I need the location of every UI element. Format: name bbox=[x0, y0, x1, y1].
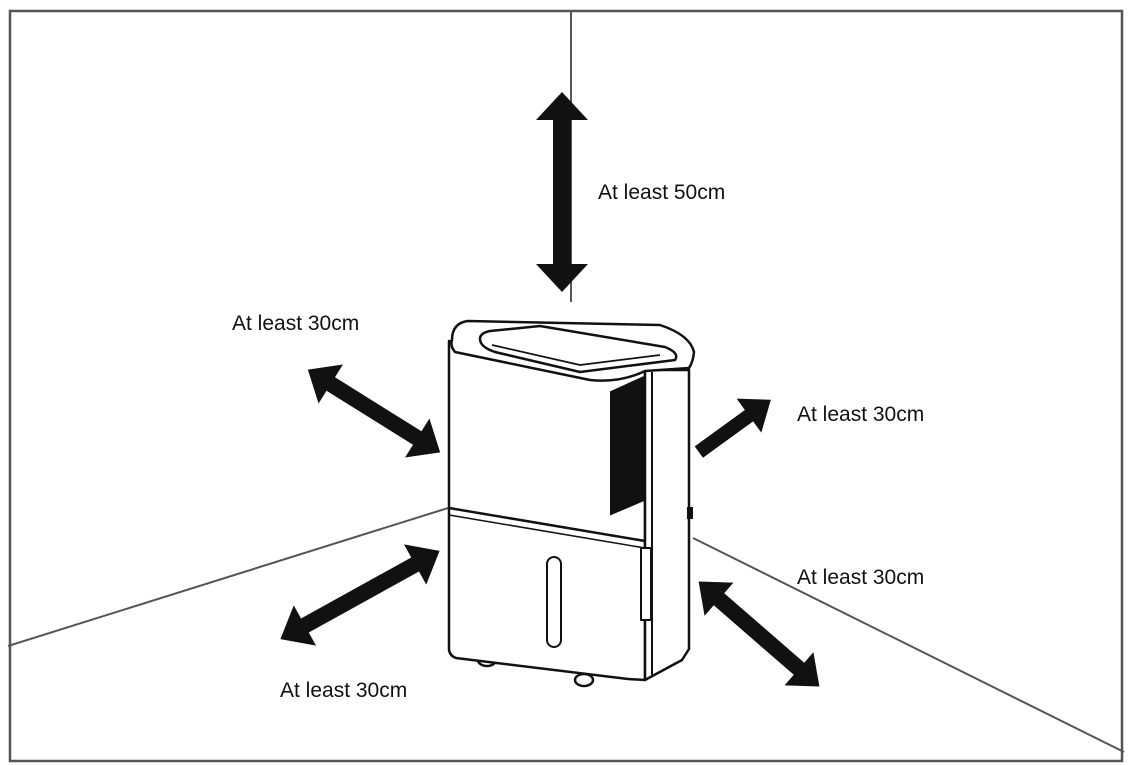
frame bbox=[8, 9, 1124, 763]
dehumidifier-unit bbox=[447, 319, 696, 688]
clearance-arrows bbox=[280, 92, 820, 687]
arrow-upper-left bbox=[307, 364, 441, 458]
clearance-label-right: At least 30cm bbox=[797, 403, 925, 426]
arrow-top bbox=[536, 92, 588, 292]
arrow-right bbox=[694, 398, 771, 458]
clearance-label-lower-left: At least 30cm bbox=[280, 679, 408, 702]
clearance-label-lower-right: At least 30cm bbox=[797, 566, 925, 589]
arrow-lower-left bbox=[280, 544, 440, 646]
clearance-label-upper-left: At least 30cm bbox=[232, 312, 360, 335]
arrow-lower-right bbox=[698, 581, 820, 687]
clearance-label-top: At least 50cm bbox=[598, 181, 726, 204]
air-grille bbox=[610, 375, 645, 516]
